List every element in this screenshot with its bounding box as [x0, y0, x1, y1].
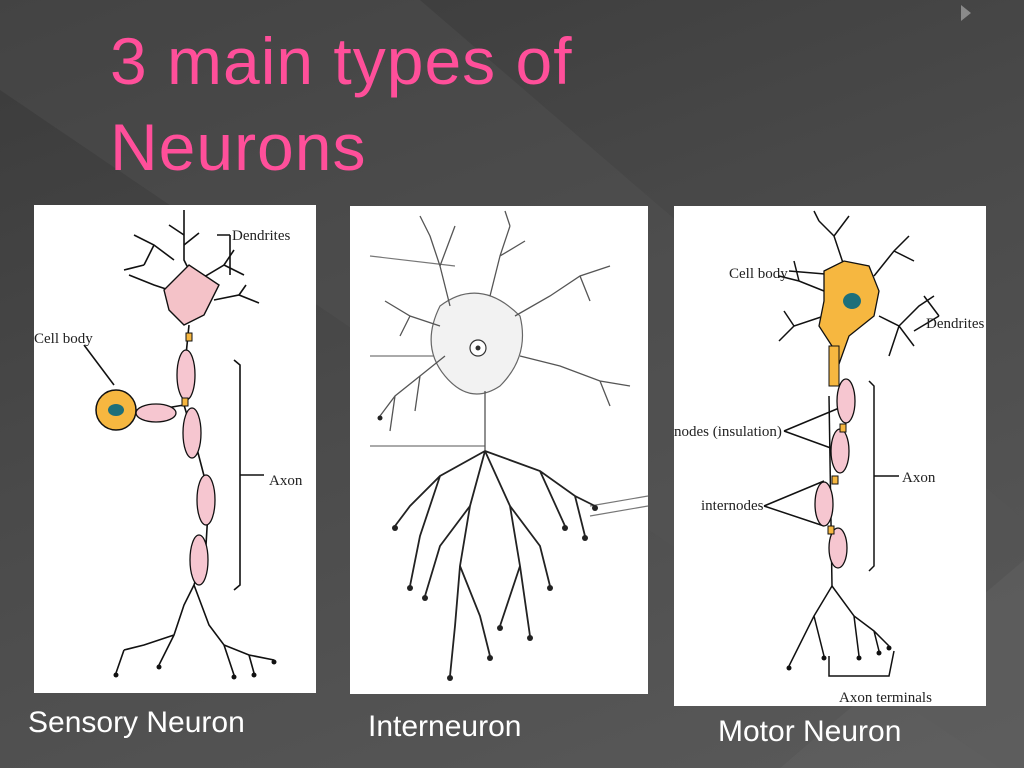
caption-interneuron: Interneuron: [368, 710, 522, 743]
label-axon-terminals: Axon terminals: [839, 690, 932, 706]
caption-motor-neuron: Motor Neuron: [718, 715, 902, 748]
label-internodes: internodes: [701, 498, 764, 514]
label-dendrites: Dendrites: [232, 228, 290, 244]
label-dendrites: Dendrites: [926, 316, 984, 332]
caption-sensory-neuron: Sensory Neuron: [28, 706, 245, 739]
interneuron-panel: [350, 206, 648, 694]
sensory-neuron-panel: Dendrites Cell body Axon: [34, 205, 316, 693]
label-axon: Axon: [269, 473, 303, 489]
motor-neuron-diagram: Cell body Dendrites nodes (insulation) i…: [674, 210, 984, 706]
slide-title: 3 main types of Neurons: [110, 18, 810, 190]
title-line-2: Neurons: [110, 110, 367, 184]
label-axon: Axon: [902, 470, 936, 486]
interneuron-diagram: [369, 210, 648, 681]
label-cell-body: Cell body: [729, 266, 788, 282]
sensory-neuron-diagram: Dendrites Cell body Axon: [34, 210, 303, 680]
motor-neuron-panel: Cell body Dendrites nodes (insulation) i…: [674, 206, 986, 706]
label-cell-body: Cell body: [34, 331, 93, 347]
triangle-right-icon[interactable]: [961, 5, 971, 21]
title-line-1: 3 main types of: [110, 24, 573, 98]
label-nodes: nodes (insulation): [674, 424, 782, 440]
